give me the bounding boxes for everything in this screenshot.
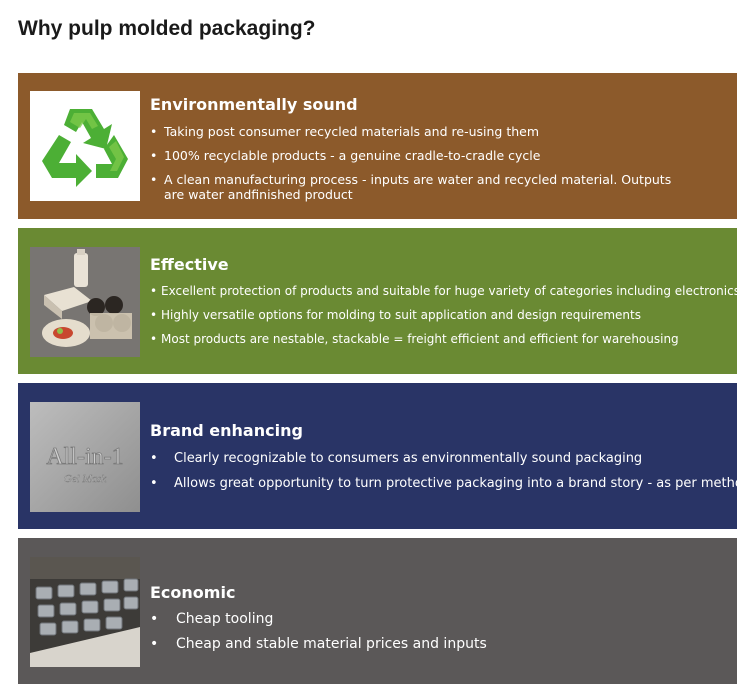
bullet-list: Cheap tooling Cheap and stable material … bbox=[150, 611, 487, 661]
panel-environmentally-sound: Environmentally sound Taking post consum… bbox=[18, 73, 737, 219]
bullet-list: Taking post consumer recycled materials … bbox=[150, 124, 680, 211]
embossed-logo-subtext: Gel Mask bbox=[64, 473, 108, 485]
panel-heading: Environmentally sound bbox=[150, 95, 358, 114]
embossed-logo-text: All-in-1 bbox=[46, 444, 123, 470]
bullet-list: Excellent protection of products and sui… bbox=[150, 284, 740, 356]
panel-economic: Economic Cheap tooling Cheap and stable … bbox=[18, 538, 737, 684]
list-item: Most products are nestable, stackable = … bbox=[150, 332, 740, 346]
list-item: Allows great opportunity to turn protect… bbox=[150, 476, 750, 492]
list-item: Cheap tooling bbox=[150, 611, 487, 628]
panel-effective: Effective Excellent protection of produc… bbox=[18, 228, 740, 374]
list-item: Taking post consumer recycled materials … bbox=[150, 124, 680, 139]
panel-heading: Effective bbox=[150, 255, 229, 274]
recycle-icon bbox=[30, 91, 140, 201]
list-item: Clearly recognizable to consumers as env… bbox=[150, 451, 750, 467]
list-item: Cheap and stable material prices and inp… bbox=[150, 636, 487, 653]
list-item: A clean manufacturing process - inputs a… bbox=[150, 172, 680, 202]
list-item: Excellent protection of products and sui… bbox=[150, 284, 740, 298]
list-item: 100% recyclable products - a genuine cra… bbox=[150, 148, 680, 163]
panel-heading: Economic bbox=[150, 583, 236, 602]
page-title: Why pulp molded packaging? bbox=[18, 17, 316, 40]
panel-brand-enhancing: All-in-1 Gel Mask Brand enhancing Clearl… bbox=[18, 383, 750, 529]
panel-heading: Brand enhancing bbox=[150, 421, 303, 440]
bullet-list: Clearly recognizable to consumers as env… bbox=[150, 451, 750, 501]
list-item: Highly versatile options for molding to … bbox=[150, 308, 740, 322]
embossed-logo-photo: All-in-1 Gel Mask bbox=[30, 402, 140, 512]
pulp-containers-photo bbox=[30, 247, 140, 357]
metal-molds-photo bbox=[30, 557, 140, 667]
